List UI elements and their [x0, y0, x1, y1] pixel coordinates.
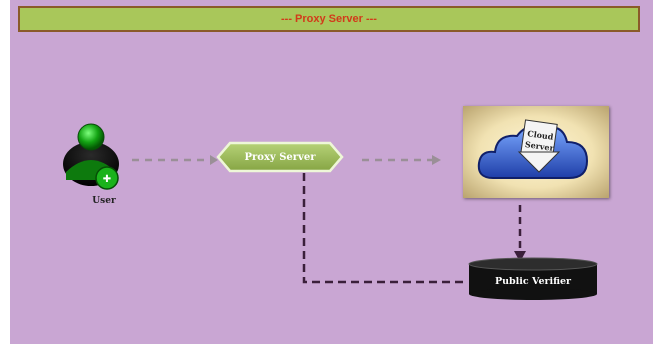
arrow-head-proxy-cloud	[432, 155, 441, 165]
banner-title: --- Proxy Server ---	[281, 13, 377, 25]
user-label: User	[92, 196, 116, 206]
public-verifier-label: Public Verifier	[494, 275, 572, 287]
title-banner: --- Proxy Server ---	[18, 6, 640, 32]
cloud-text-2: Server	[524, 139, 555, 153]
arrow-head-cloud-verifier	[514, 251, 526, 262]
proxy-server-label: Proxy Server	[244, 151, 316, 163]
cloud-server-icon: Cloud Server	[477, 119, 589, 179]
svg-text:✚: ✚	[103, 174, 111, 185]
cloud-text-1: Cloud	[527, 128, 555, 142]
arrow-head-user-proxy	[210, 155, 218, 165]
public-verifier-node	[468, 257, 598, 300]
user-person-icon: ✚	[63, 123, 119, 190]
proxy-server-node	[216, 141, 344, 173]
cloud-server-image: Cloud Server	[463, 106, 609, 198]
link-proxy-to-verifier	[302, 173, 468, 284]
